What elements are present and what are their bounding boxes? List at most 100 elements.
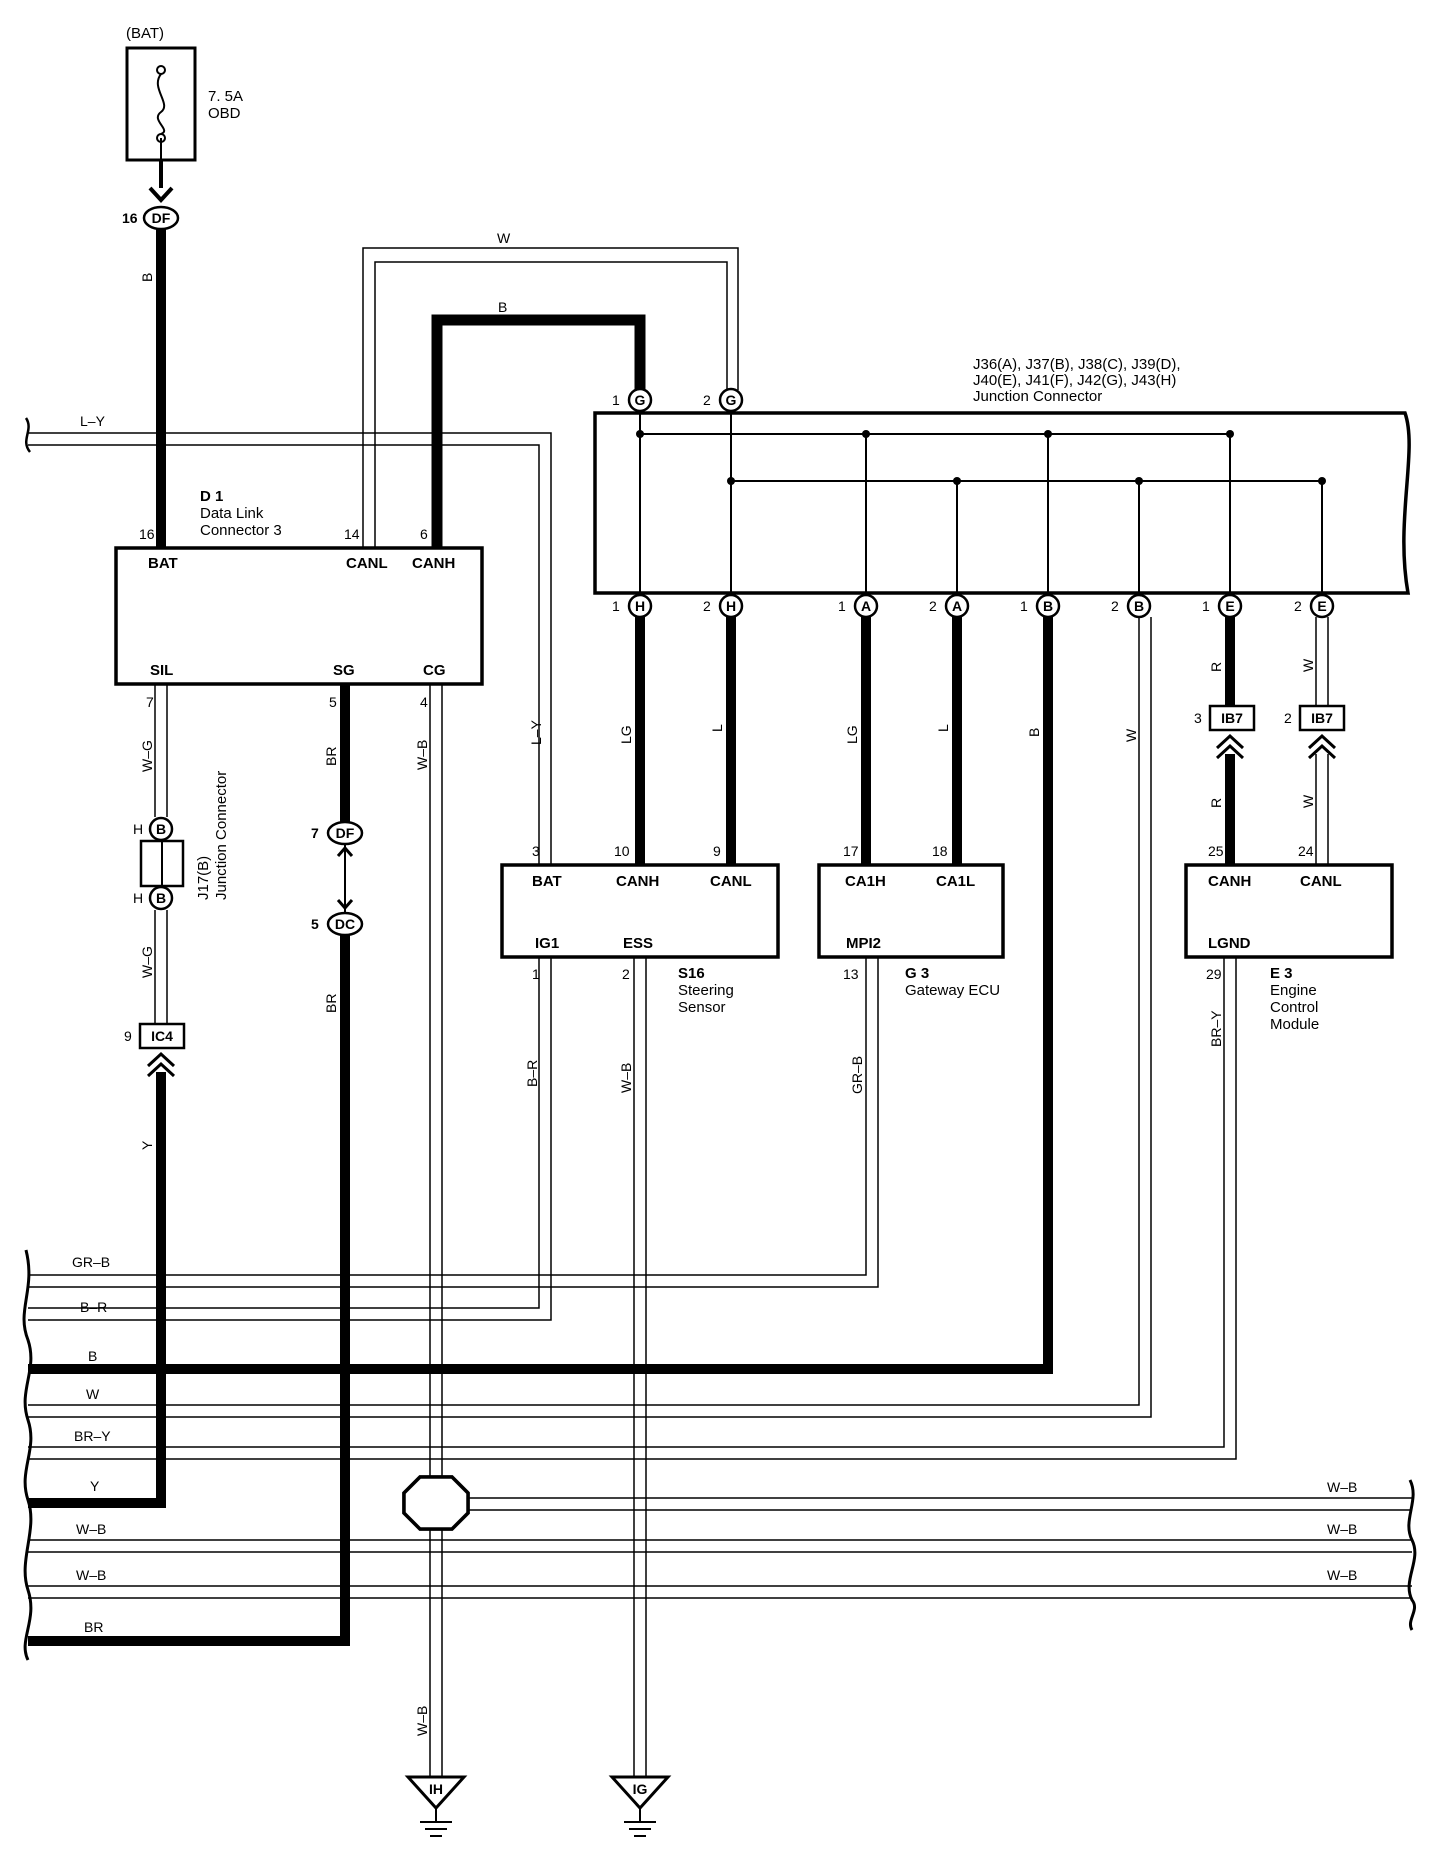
svg-text:14: 14 bbox=[344, 526, 360, 542]
svg-text:1: 1 bbox=[838, 598, 846, 614]
svg-text:J17(B): J17(B) bbox=[195, 856, 212, 900]
svg-text:2: 2 bbox=[703, 598, 711, 614]
svg-text:MPI2: MPI2 bbox=[846, 935, 881, 952]
svg-text:LG: LG bbox=[844, 725, 860, 744]
svg-text:W–B: W–B bbox=[414, 1706, 430, 1736]
ic4-connector: IC4 9 bbox=[124, 1022, 186, 1078]
svg-text:W: W bbox=[1300, 794, 1316, 808]
svg-text:E: E bbox=[1225, 598, 1234, 614]
junction-bottom-pin-e2: E 2 bbox=[1294, 593, 1335, 619]
g3-gateway-ecu: 17 CA1H 18 CA1L MPI2 13 G 3 Gateway ECU bbox=[817, 843, 1005, 999]
svg-text:1: 1 bbox=[612, 392, 620, 408]
connector-df-16: DF 16 bbox=[122, 205, 180, 231]
connector-chevron-icon bbox=[336, 845, 354, 911]
svg-text:G: G bbox=[635, 392, 646, 408]
connector-dc-5: DC 5 bbox=[311, 911, 364, 937]
svg-text:IB7: IB7 bbox=[1221, 710, 1243, 726]
svg-text:GR–B: GR–B bbox=[849, 1056, 865, 1094]
junction-bottom-pin-h1: H 1 bbox=[612, 593, 653, 619]
svg-text:R: R bbox=[1208, 662, 1224, 672]
junction-title-1: J36(A), J37(B), J38(C), J39(D), bbox=[973, 356, 1181, 373]
svg-text:2: 2 bbox=[929, 598, 937, 614]
bus-label-w: W bbox=[86, 1386, 100, 1402]
bus-label-br-2: BR bbox=[84, 1619, 103, 1635]
svg-text:18: 18 bbox=[932, 843, 948, 859]
svg-text:CA1L: CA1L bbox=[936, 873, 975, 890]
svg-text:4: 4 bbox=[420, 694, 428, 710]
svg-text:LG: LG bbox=[618, 725, 634, 744]
svg-text:BAT: BAT bbox=[532, 873, 562, 890]
svg-text:2: 2 bbox=[1284, 710, 1292, 726]
svg-text:7: 7 bbox=[146, 694, 154, 710]
svg-text:BR–Y: BR–Y bbox=[1208, 1010, 1224, 1047]
junction-title-3: Junction Connector bbox=[973, 388, 1102, 405]
svg-text:A: A bbox=[861, 598, 871, 614]
svg-text:CANH: CANH bbox=[616, 873, 659, 890]
svg-text:B: B bbox=[1134, 598, 1144, 614]
svg-text:1: 1 bbox=[1020, 598, 1028, 614]
svg-text:CANH: CANH bbox=[1208, 873, 1251, 890]
g3-id: G 3 bbox=[905, 965, 929, 982]
wire-b-canh-loop bbox=[431, 314, 646, 548]
svg-text:W: W bbox=[1300, 658, 1316, 672]
fuse-name: OBD bbox=[208, 105, 241, 122]
svg-text:A: A bbox=[952, 598, 962, 614]
svg-text:W: W bbox=[1123, 728, 1139, 742]
right-break-marks bbox=[1407, 1479, 1417, 1631]
svg-text:17: 17 bbox=[843, 843, 859, 859]
svg-text:L–Y: L–Y bbox=[528, 719, 544, 745]
svg-text:3: 3 bbox=[1194, 710, 1202, 726]
svg-text:B: B bbox=[498, 299, 507, 315]
fuse-obd: (BAT) 7. 5A OBD bbox=[125, 25, 243, 203]
svg-text:BR: BR bbox=[323, 747, 339, 766]
svg-text:G: G bbox=[726, 392, 737, 408]
bus-label-bry: BR–Y bbox=[74, 1428, 111, 1444]
svg-text:H: H bbox=[635, 598, 645, 614]
svg-text:2: 2 bbox=[1294, 598, 1302, 614]
svg-text:B: B bbox=[156, 890, 166, 906]
junction-connector-box: J36(A), J37(B), J38(C), J39(D), J40(E), … bbox=[593, 356, 1411, 596]
svg-text:24: 24 bbox=[1298, 843, 1314, 859]
svg-text:13: 13 bbox=[843, 966, 859, 982]
svg-text:3: 3 bbox=[532, 843, 540, 859]
svg-text:CA1H: CA1H bbox=[845, 873, 886, 890]
svg-text:10: 10 bbox=[614, 843, 630, 859]
wire-w-canl-loop bbox=[362, 247, 739, 548]
svg-text:B: B bbox=[1043, 598, 1053, 614]
svg-text:H: H bbox=[726, 598, 736, 614]
svg-text:6: 6 bbox=[420, 526, 428, 542]
bus-label-y: Y bbox=[90, 1478, 100, 1494]
junction-bottom-pin-a2: A 2 bbox=[929, 593, 970, 619]
svg-text:SG: SG bbox=[333, 662, 355, 679]
svg-text:Junction Connector: Junction Connector bbox=[213, 771, 230, 900]
svg-text:16: 16 bbox=[139, 526, 155, 542]
connector-chevron-icon bbox=[148, 186, 174, 203]
svg-text:25: 25 bbox=[1208, 843, 1224, 859]
fuse-icon bbox=[156, 73, 166, 135]
svg-text:H: H bbox=[133, 821, 143, 837]
svg-text:IG: IG bbox=[633, 1781, 648, 1797]
bus-label-br: B–R bbox=[80, 1299, 107, 1315]
e3-name-2: Control bbox=[1270, 999, 1318, 1016]
svg-text:IB7: IB7 bbox=[1311, 710, 1333, 726]
svg-text:2: 2 bbox=[622, 966, 630, 982]
svg-text:ESS: ESS bbox=[623, 935, 653, 952]
g3-name: Gateway ECU bbox=[905, 982, 1000, 999]
svg-text:W: W bbox=[497, 230, 511, 246]
svg-text:SIL: SIL bbox=[150, 662, 173, 679]
svg-text:CG: CG bbox=[423, 662, 446, 679]
dlc-name-2: Connector 3 bbox=[200, 522, 282, 539]
svg-text:CANL: CANL bbox=[346, 555, 388, 572]
e3-name-3: Module bbox=[1270, 1016, 1319, 1033]
connector-chevron-icon bbox=[146, 1051, 176, 1078]
wire-br bbox=[28, 935, 350, 1646]
svg-text:W–G: W–G bbox=[139, 740, 155, 772]
svg-text:5: 5 bbox=[329, 694, 337, 710]
right-bus-label-wb-1: W–B bbox=[1327, 1479, 1357, 1495]
left-break-marks bbox=[22, 1249, 33, 1661]
j17-junction-connector: B H B H J17(B) Junction Connector bbox=[133, 771, 230, 911]
s16-id: S16 bbox=[678, 965, 705, 982]
junction-top-pin-2: G 2 bbox=[703, 387, 744, 413]
svg-text:W–G: W–G bbox=[139, 946, 155, 978]
